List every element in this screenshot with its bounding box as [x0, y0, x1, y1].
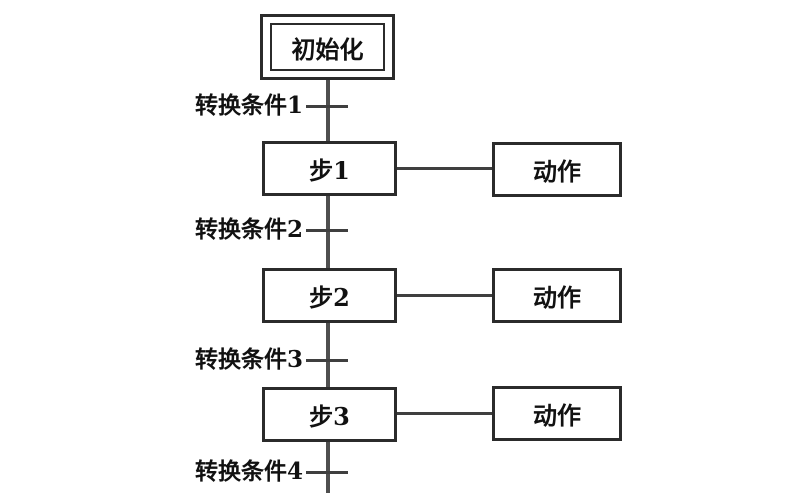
initial-step-box: 初始化 [260, 14, 395, 80]
initial-step-label: 初始化 [270, 23, 385, 71]
step-box-3: 步3 [262, 387, 397, 442]
transition-label-2: 转换条件2 [194, 216, 303, 243]
action-box-1: 动作 [492, 142, 622, 197]
step-box-1: 步1 [262, 141, 397, 196]
action-box-2: 动作 [492, 268, 622, 323]
flow-line-segment-4 [326, 441, 330, 493]
transition-bar-1 [306, 105, 348, 108]
transition-bar-4 [306, 471, 348, 474]
flow-line-segment-2 [326, 196, 330, 269]
flow-line-segment-1 [326, 80, 330, 142]
step-box-2: 步2 [262, 268, 397, 323]
transition-label-3: 转换条件3 [194, 346, 303, 373]
flow-line-segment-3 [326, 322, 330, 388]
transition-bar-2 [306, 229, 348, 232]
connector-line-1 [397, 167, 492, 170]
action-box-3: 动作 [492, 386, 622, 441]
transition-label-4: 转换条件4 [194, 458, 303, 485]
transition-bar-3 [306, 359, 348, 362]
connector-line-2 [397, 294, 492, 297]
transition-label-1: 转换条件1 [194, 92, 303, 119]
connector-line-3 [397, 412, 492, 415]
